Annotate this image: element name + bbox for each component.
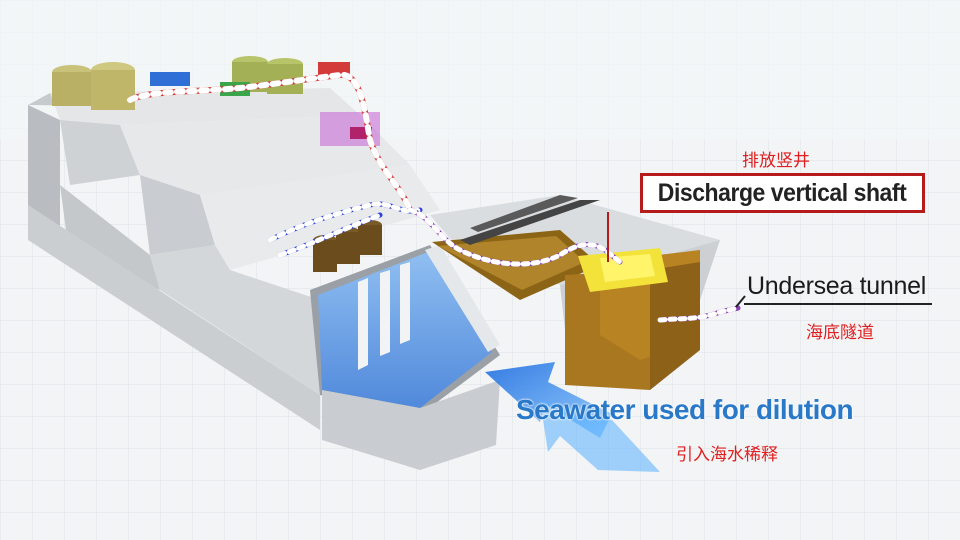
undersea-tunnel-chinese-label: 海底隧道 <box>806 323 874 343</box>
tunnel-pointer-line <box>735 295 746 308</box>
seawater-dilution-chinese-label: 引入海水稀释 <box>676 445 778 465</box>
discharge-shaft-label-box: Discharge vertical shaft <box>640 173 925 213</box>
storage-tank-icon <box>52 56 382 272</box>
undersea-tunnel-underline <box>744 303 932 305</box>
blue-module <box>150 72 190 86</box>
pipe-icon <box>127 71 741 323</box>
seawater-dilution-label: Seawater used for dilution <box>516 394 854 425</box>
discharge-channel <box>432 195 700 390</box>
seawater-flow-arrow-icon <box>485 362 660 472</box>
discharge-shaft-chinese-label: 排放竖井 <box>742 151 810 171</box>
dilution-basin <box>310 245 500 470</box>
undersea-tunnel-label: Undersea tunnel <box>747 272 926 300</box>
discharge-shaft-label: Discharge vertical shaft <box>658 178 907 207</box>
